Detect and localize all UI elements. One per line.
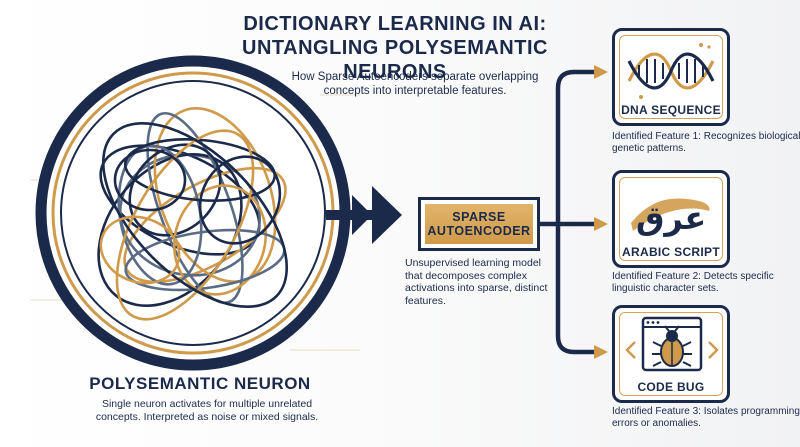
main-flow-arrow xyxy=(326,186,402,244)
branch-connectors xyxy=(537,69,599,355)
feature-card-dna: DNA Sequence xyxy=(612,28,730,126)
neuron-circle xyxy=(35,55,351,371)
dna-helix-icon xyxy=(627,43,715,99)
feature-card-arabic: عرق Arabic Script xyxy=(612,170,730,268)
page-title: Dictionary Learning in AI: Untangling Po… xyxy=(200,12,590,84)
arabic-script-icon: عرق xyxy=(631,198,710,237)
neuron-title: Polysemantic Neuron xyxy=(89,374,311,393)
sparse-autoencoder-box: Sparse Autoencoder xyxy=(418,197,540,251)
arabic-glyph: عرق xyxy=(636,199,706,237)
title-line-2: Untangling Polysemantic Neurons xyxy=(242,37,548,83)
sparse-autoencoder-description: Unsupervised learning model that decompo… xyxy=(405,257,548,307)
card-frame xyxy=(619,312,723,396)
feature-label-dna: DNA Sequence xyxy=(621,103,721,117)
branch-arrowheads xyxy=(594,65,608,359)
tangled-connections xyxy=(97,107,289,321)
card-frame xyxy=(619,35,723,119)
code-bug-icon xyxy=(625,316,719,372)
card-frame xyxy=(619,177,723,261)
feature-description-dna: Identified Feature 1: Recognizes biologi… xyxy=(612,131,800,154)
neuron-description: Single neuron activates for multiple unr… xyxy=(95,398,319,423)
title-line-1: Dictionary Learning in AI: xyxy=(243,13,547,35)
feature-description-code-bug: Identified Feature 3: Isolates programmi… xyxy=(612,406,800,429)
sparse-autoencoder-label: Sparse Autoencoder xyxy=(425,204,533,244)
page-subtitle: How Sparse Autoencoders separate overlap… xyxy=(291,71,539,97)
feature-card-code-bug: Code Bug xyxy=(612,305,730,403)
feature-label-code-bug: Code Bug xyxy=(637,380,705,394)
feature-description-arabic: Identified Feature 2: Detects specific l… xyxy=(612,271,774,294)
feature-label-arabic: Arabic Script xyxy=(622,245,720,259)
